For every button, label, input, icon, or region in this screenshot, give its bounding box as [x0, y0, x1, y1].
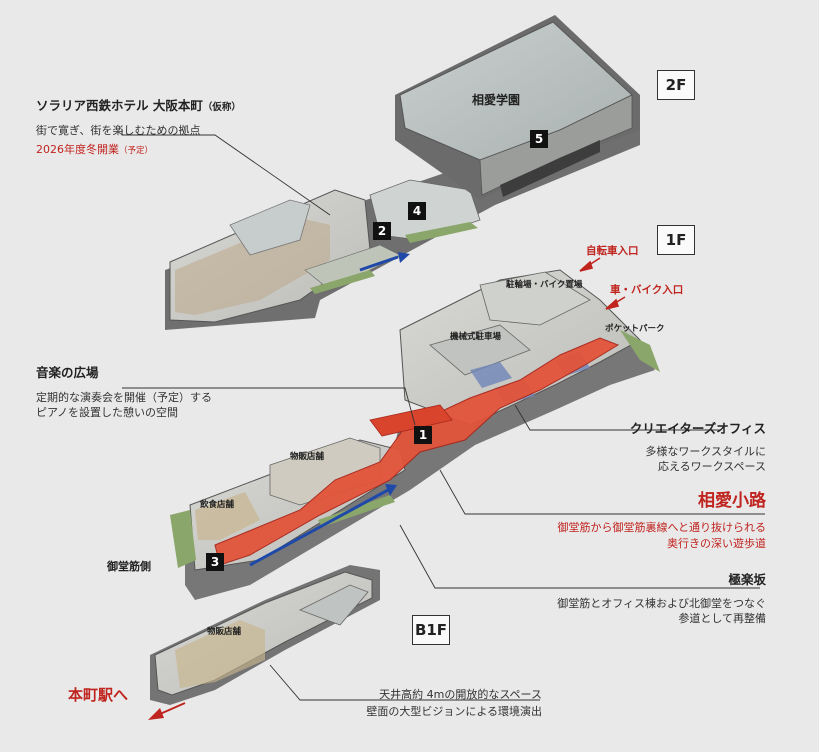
label-midosuji-side: 御堂筋側	[107, 560, 151, 573]
gokurakuzaka-title: 極楽坂	[728, 572, 766, 587]
hotel-open: 2026年度冬開業	[36, 142, 119, 156]
aiai-koji-line1: 御堂筋から御堂筋裏線へと通り抜けられる	[557, 521, 766, 535]
marker-3: 3	[206, 553, 224, 571]
label-aiai-gakuen: 相愛学園	[472, 93, 521, 107]
creators-office-title: クリエイターズオフィス	[629, 421, 766, 436]
label-honmachi-station: 本町駅へ	[68, 686, 129, 704]
music-plaza-title: 音楽の広場	[36, 365, 99, 380]
floor-label-b1f: B1F	[412, 615, 450, 645]
leader-lines	[121, 130, 765, 701]
marker-2: 2	[373, 222, 391, 240]
b1-space-line1: 天井高約 4mの開放的なスペース	[379, 688, 542, 701]
label-bicycle-entrance: 自転車入口	[586, 245, 639, 257]
floor-label-1f: 1F	[657, 225, 695, 255]
music-plaza-line1: 定期的な演奏会を開催（予定）する	[36, 390, 212, 404]
floor-2f-model	[165, 15, 640, 330]
gokurakuzaka-line1: 御堂筋とオフィス棟および北御堂をつなぐ	[557, 596, 766, 610]
music-plaza-line2: ピアノを設置した憩いの空間	[36, 406, 179, 420]
aiai-koji-title: 相愛小路	[698, 491, 766, 511]
marker-5: 5	[530, 130, 548, 148]
hotel-title-suffix: （仮称）	[202, 102, 241, 113]
aiai-koji-callout: 相愛小路 御堂筋から御堂筋裏線へと通り抜けられる 奥行きの深い遊歩道	[500, 491, 766, 551]
hotel-callout: ソラリア西鉄ホテル 大阪本町（仮称） 街で寛ぎ、街を楽しむための拠点 2026年…	[36, 98, 241, 156]
floor-1f-model	[170, 269, 660, 600]
label-food-store: 飲食店舗	[200, 500, 235, 510]
floor-label-2f: 2F	[657, 70, 695, 100]
b1-space-callout: 天井高約 4mの開放的なスペース 壁面の大型ビジョンによる環境演出	[320, 688, 542, 719]
label-goods-store-1f: 物販店舗	[290, 452, 325, 462]
marker-4: 4	[408, 202, 426, 220]
entrance-arrows	[579, 257, 626, 310]
creators-office-callout: クリエイターズオフィス 多様なワークスタイルに 応えるワークスペース	[600, 421, 766, 474]
creators-office-line2: 応えるワークスペース	[657, 460, 766, 474]
gokurakuzaka-callout: 極楽坂 御堂筋とオフィス棟および北御堂をつなぐ 参道として再整備	[500, 572, 766, 626]
label-pocket-park: ポケットパーク	[605, 324, 665, 334]
label-goods-store-b1: 物販店舗	[207, 627, 242, 637]
hotel-open-suffix: （予定）	[119, 145, 154, 156]
label-mech-parking: 機械式駐車場	[450, 332, 502, 342]
music-plaza-callout: 音楽の広場 定期的な演奏会を開催（予定）する ピアノを設置した憩いの空間	[36, 365, 212, 420]
marker-1: 1	[414, 426, 432, 444]
label-bike-parking: 駐輪場・バイク置場	[506, 280, 583, 290]
aiai-koji-walkway	[214, 337, 620, 566]
floor-b1f-model	[148, 565, 380, 720]
gokurakuzaka-line2: 参道として再整備	[678, 612, 766, 626]
aiai-koji-line2: 奥行きの深い遊歩道	[667, 537, 766, 550]
hotel-desc: 街で寛ぎ、街を楽しむための拠点	[36, 123, 201, 137]
creators-office-line1: 多様なワークスタイルに	[645, 444, 766, 458]
hotel-title: ソラリア西鉄ホテル 大阪本町	[36, 98, 203, 113]
label-car-bike-entrance: 車・バイク入口	[610, 284, 684, 296]
b1-space-line2: 壁面の大型ビジョンによる環境演出	[366, 704, 542, 718]
